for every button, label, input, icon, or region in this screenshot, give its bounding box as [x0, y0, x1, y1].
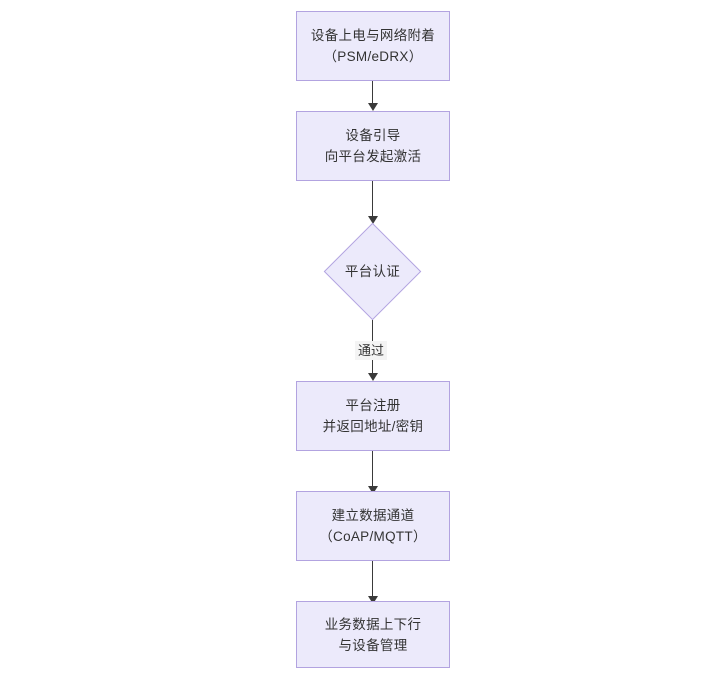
node-label-line2: 向平台发起激活	[324, 149, 422, 164]
edge-label-pass: 通过	[355, 341, 388, 360]
node-label-line1: 平台注册	[345, 398, 401, 413]
node-platform-register[interactable]: 平台注册 并返回地址/密钥	[296, 381, 450, 451]
node-platform-auth-decision[interactable]: 平台认证	[323, 222, 422, 320]
edge-n5-n6	[372, 561, 374, 602]
node-device-power-on[interactable]: 设备上电与网络附着 （PSM/eDRX）	[296, 11, 450, 81]
arrowhead-n1-n2	[368, 103, 378, 111]
node-label-line1: 业务数据上下行	[324, 616, 422, 632]
node-label-line1: 设备上电与网络附着	[310, 28, 436, 43]
arrowhead-n3-n4	[368, 373, 378, 381]
node-label-line2: 与设备管理	[338, 637, 408, 653]
node-label-line2: （CoAP/MQTT）	[319, 529, 427, 544]
node-label-line1: 平台认证	[344, 263, 401, 279]
node-label-line2: 并返回地址/密钥	[322, 419, 424, 434]
arrowhead-n4-n5	[368, 486, 378, 494]
node-business-data[interactable]: 业务数据上下行 与设备管理	[296, 601, 450, 668]
edge-n2-n3	[372, 181, 374, 222]
edge-n4-n5	[372, 451, 374, 492]
arrowhead-n5-n6	[368, 596, 378, 604]
node-label-line1: 建立数据通道	[331, 508, 415, 523]
arrowhead-n2-n3	[368, 216, 378, 224]
node-label-line1: 设备引导	[345, 128, 401, 143]
node-data-channel[interactable]: 建立数据通道 （CoAP/MQTT）	[296, 491, 450, 561]
edge-n1-n2	[372, 81, 374, 106]
node-label-line2: （PSM/eDRX）	[323, 49, 423, 64]
node-device-bootstrap[interactable]: 设备引导 向平台发起激活	[296, 111, 450, 181]
